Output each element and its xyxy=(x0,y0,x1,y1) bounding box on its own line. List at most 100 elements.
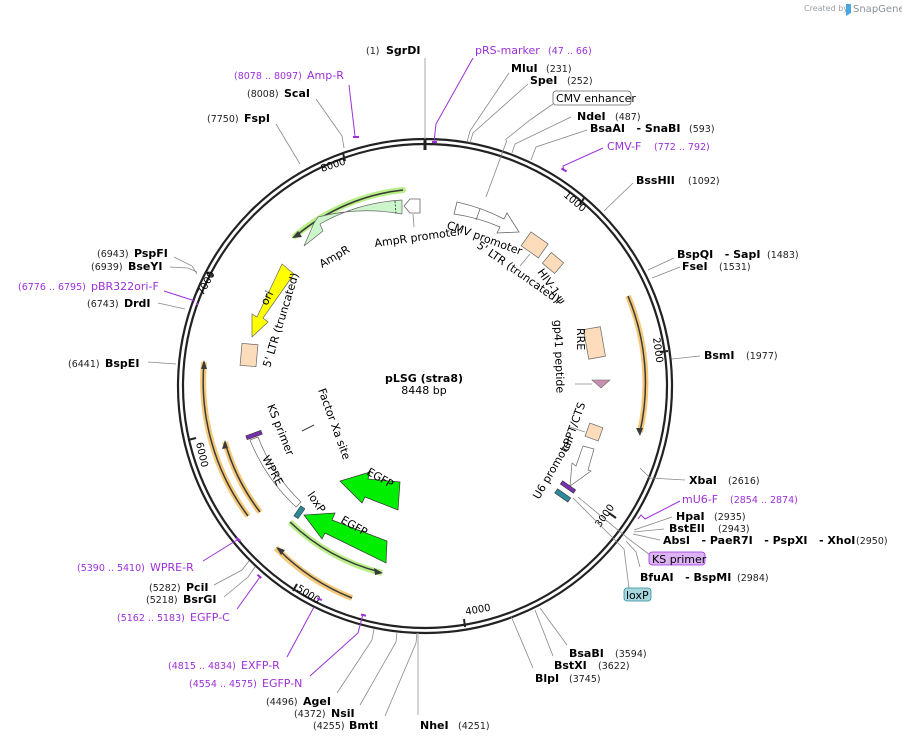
site-bsmi[interactable]: BsmI (1977) xyxy=(671,349,778,362)
svg-text:PciI: PciI xyxy=(186,581,208,594)
svg-text:(5282): (5282) xyxy=(149,583,181,594)
cmv-enhancer-label[interactable]: CMV enhancer xyxy=(485,90,636,198)
plasmid-length: 8448 bp xyxy=(401,384,446,397)
svg-text:NdeI: NdeI xyxy=(577,110,606,123)
egfp-orf-green[interactable] xyxy=(287,519,383,576)
svg-text:EGFP-N: EGFP-N xyxy=(262,677,302,690)
primer-egfp-n[interactable]: (4554 .. 4575) EGFP-N xyxy=(189,613,367,690)
site-pspfi[interactable]: (6943) PspFI xyxy=(97,247,198,275)
ampr-promoter-feature[interactable] xyxy=(403,198,421,214)
svg-text:(6776 .. 6795): (6776 .. 6795) xyxy=(18,282,86,293)
svg-text:(6743): (6743) xyxy=(87,299,119,310)
egfp-orf-orange[interactable] xyxy=(273,545,354,601)
egfp2-feature[interactable] xyxy=(303,512,388,564)
site-bmti[interactable]: (4255) BmtI xyxy=(313,632,418,732)
plasmid-name: pLSG (stra8) xyxy=(385,372,463,385)
svg-text:EGFP-C: EGFP-C xyxy=(190,611,230,624)
svg-text:WPRE-R: WPRE-R xyxy=(150,561,194,574)
rre-feature[interactable] xyxy=(583,326,606,360)
site-bstxi[interactable]: BstXI (3622) xyxy=(534,609,630,672)
site-nhei[interactable]: NheI (4251) xyxy=(417,633,490,732)
svg-text:(4554 .. 4575): (4554 .. 4575) xyxy=(189,679,257,690)
site-scai[interactable]: (8008) ScaI xyxy=(247,87,345,149)
u6-promoter-feature[interactable] xyxy=(569,445,595,487)
svg-text:FspI: FspI xyxy=(244,112,270,125)
svg-text:Amp-R: Amp-R xyxy=(307,69,344,82)
cmv-promoter-feature[interactable] xyxy=(453,201,520,234)
ks-primer-left-feature[interactable] xyxy=(245,429,263,441)
svg-text:BstEII: BstEII xyxy=(669,522,705,535)
svg-text:SpeI: SpeI xyxy=(530,74,557,87)
svg-text:(3622): (3622) xyxy=(598,661,630,672)
hiv-psi-feature[interactable] xyxy=(541,252,565,274)
site-absi-paer7i-pspxi-xhoi[interactable]: AbsI - PaeR7I - PspXI - XhoI (2950) xyxy=(632,533,888,547)
ampr-feature[interactable] xyxy=(303,199,403,247)
site-ndei[interactable]: NdeI (487) xyxy=(511,110,641,154)
snapgene-credit[interactable]: Created by SnapGene xyxy=(804,4,902,16)
site-agei[interactable]: (4496) AgeI xyxy=(266,628,375,708)
ampr-orf[interactable] xyxy=(292,187,406,239)
svg-text:SnapGene: SnapGene xyxy=(853,4,902,15)
site-fsei[interactable]: FseI (1531) xyxy=(651,260,751,279)
egfp1-feature[interactable] xyxy=(339,471,401,511)
svg-text:NheI: NheI xyxy=(420,719,449,732)
wpre-feature[interactable] xyxy=(249,436,302,508)
svg-text:AbsI - PaeR7I - PspXI -: AbsI - PaeR7I - PspXI - XhoI xyxy=(663,534,855,547)
site-drdi[interactable]: (6743) DrdI xyxy=(87,297,186,310)
site-sgrdi[interactable]: (1) SgrDI xyxy=(366,44,426,139)
ks-primer-right-feature[interactable] xyxy=(559,480,577,494)
site-mlui[interactable]: MluI (231) xyxy=(466,62,572,143)
site-fspi[interactable]: (7750) FspI xyxy=(207,112,301,165)
site-bsshii[interactable]: BssHII (1092) xyxy=(603,174,720,212)
svg-text:BseYI: BseYI xyxy=(128,260,162,273)
ori-feature[interactable]: ori xyxy=(251,263,295,338)
ltr5-right-feature[interactable] xyxy=(520,231,549,259)
site-xbai[interactable]: XbaI (2616) xyxy=(639,467,760,487)
site-bspqi-sapi[interactable]: BspQI - SapI (1483) xyxy=(647,248,799,271)
site-bsaai-snabi[interactable]: BsaAI - SnaBI (593) xyxy=(530,122,715,161)
site-spei[interactable]: SpeI (252) xyxy=(469,74,593,144)
svg-text:(1092): (1092) xyxy=(688,176,720,187)
factor-xa-feature[interactable] xyxy=(301,424,315,432)
primer-cmv-f[interactable]: CMV-F (772 .. 792) xyxy=(560,140,710,173)
primer-prs-marker[interactable]: pRS-marker (47 .. 66) xyxy=(432,44,592,143)
primer-exfp-r[interactable]: (4815 .. 4834) EXFP-R xyxy=(168,597,323,672)
orf-left-inner[interactable] xyxy=(222,440,263,514)
primer-mu6-f[interactable]: mU6-F (2854 .. 2874) xyxy=(637,493,798,520)
loxp-right-feature[interactable] xyxy=(554,488,572,503)
rre-label: RRE xyxy=(574,328,587,350)
loxp-box-label[interactable]: loxP xyxy=(572,497,652,602)
primer-egfp-c[interactable]: (5162 .. 5183) EGFP-C xyxy=(117,573,262,624)
site-pcii[interactable]: (5282) PciI xyxy=(149,560,250,594)
site-nsii[interactable]: (4372) NsiI xyxy=(294,631,398,720)
svg-text:BspQI - SapI: BspQI - SapI xyxy=(677,248,760,261)
primer-pbr322ori-f[interactable]: (6776 .. 6795) pBR322ori-F xyxy=(18,280,198,305)
site-bseyi[interactable]: (6939) BseYI xyxy=(91,260,198,273)
gp41-feature[interactable] xyxy=(591,379,611,389)
site-bsabi[interactable]: BsaBI (3594) xyxy=(539,607,647,660)
svg-text:(5218): (5218) xyxy=(146,595,178,606)
site-bsteii[interactable]: BstEII (2943) xyxy=(633,522,750,535)
site-blpi[interactable]: BlpI (3745) xyxy=(510,615,601,685)
site-bsrgi[interactable]: (5218) BsrGI xyxy=(146,566,256,606)
ltr5-left-feature[interactable] xyxy=(239,342,259,368)
loxp-left-feature[interactable] xyxy=(293,505,306,520)
svg-text:(1): (1) xyxy=(366,46,379,57)
orf-left-outer[interactable] xyxy=(200,360,251,518)
cppt-feature[interactable] xyxy=(584,422,604,442)
ks-primer-box-label[interactable]: KS primer xyxy=(577,496,707,566)
primer-wpre-r[interactable]: (5390 .. 5410) WPRE-R xyxy=(77,536,241,574)
site-bfuai-bspmi[interactable]: BfuAI - BspMI (2984) xyxy=(625,540,769,584)
site-bspei[interactable]: (6441) BspEI xyxy=(68,357,177,370)
svg-text:(4255): (4255) xyxy=(313,721,345,732)
svg-text:BfuAI - BspMI: BfuAI - BspMI xyxy=(640,571,731,584)
factor-xa-label: Factor Xa site xyxy=(315,387,353,462)
svg-text:(6939): (6939) xyxy=(91,262,123,273)
primer-amp-r[interactable]: (8078 .. 8097) Amp-R xyxy=(234,69,359,138)
orf-right[interactable] xyxy=(625,294,649,436)
svg-text:(5390 .. 5410): (5390 .. 5410) xyxy=(77,563,145,574)
svg-text:AgeI: AgeI xyxy=(303,695,331,708)
svg-text:KS primer: KS primer xyxy=(652,553,707,566)
site-hpai[interactable]: HpaI (2935) xyxy=(633,510,746,531)
